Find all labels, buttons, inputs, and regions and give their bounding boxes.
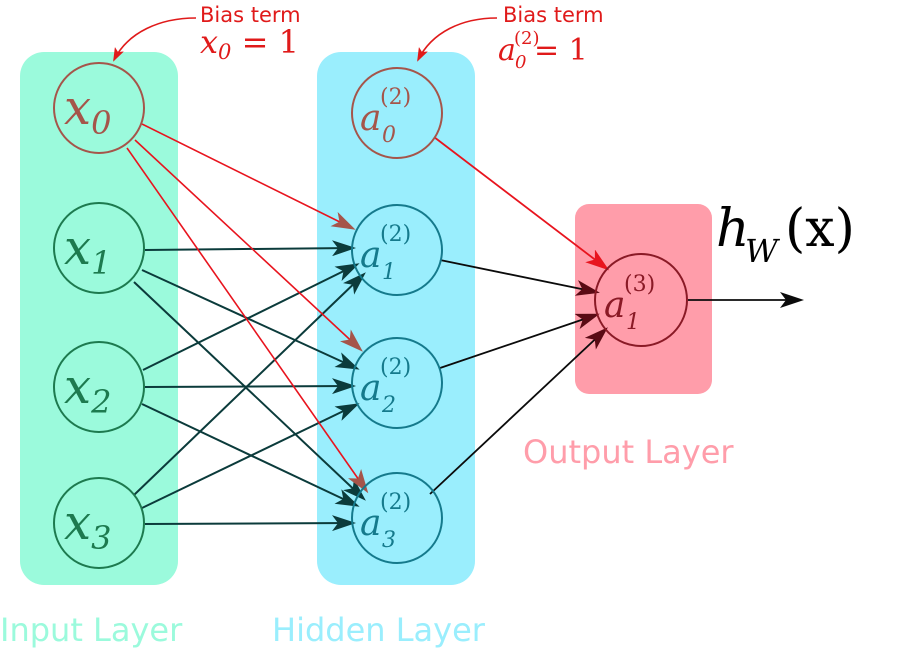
svg-text:x0 = 1: x0 = 1 <box>200 23 299 64</box>
label-a3: a 3 (2) <box>360 490 411 553</box>
svg-text:a: a <box>360 98 381 139</box>
bias-callout-arrow-input <box>113 17 197 62</box>
node-x1 <box>53 202 145 294</box>
svg-text:1: 1 <box>626 310 640 335</box>
edge-x1-a2 <box>141 269 360 370</box>
svg-text:a: a <box>360 503 381 544</box>
edge-x2-a2 <box>144 378 356 395</box>
edge-a0-out <box>433 136 610 271</box>
label-x2: x2 <box>64 359 111 421</box>
output-layer-panel <box>575 204 712 394</box>
svg-text:a: a <box>498 33 516 68</box>
label-x1: x1 <box>64 220 111 282</box>
hidden-output-edges <box>429 136 804 495</box>
svg-text:(2): (2) <box>514 28 540 49</box>
edge-x2-a3 <box>141 403 360 507</box>
node-x3 <box>53 477 145 569</box>
bias-annotation-input: Bias term x0 = 1 <box>200 3 301 64</box>
svg-text:Bias term: Bias term <box>503 3 604 27</box>
svg-text:a: a <box>360 368 381 409</box>
edge-x0-a1 <box>141 123 356 230</box>
edge-x3-a1 <box>133 272 366 496</box>
output-function-label: h W (x) <box>716 199 855 270</box>
edge-x0-a3 <box>126 147 369 494</box>
edge-x1-a1 <box>144 240 356 257</box>
node-a0 <box>351 67 443 159</box>
edge-x3-a2 <box>141 403 360 509</box>
svg-text:h: h <box>716 199 750 259</box>
label-a0: a 0 (2) <box>360 85 411 148</box>
svg-text:= 1: = 1 <box>534 33 588 68</box>
svg-text:W: W <box>745 232 781 270</box>
node-output <box>594 253 688 347</box>
input-layer-panel <box>20 52 178 585</box>
svg-text:2: 2 <box>381 393 396 418</box>
edge-x3-a3 <box>144 515 356 532</box>
edge-a1-out <box>439 259 600 296</box>
svg-text:1: 1 <box>382 260 396 285</box>
svg-text:Bias term: Bias term <box>200 3 301 27</box>
label-a1: a 1 (2) <box>360 222 411 285</box>
bias-callout-arrow-hidden <box>417 17 498 62</box>
hidden-layer-label: Hidden Layer <box>272 611 486 649</box>
edge-x0-a2 <box>134 139 363 352</box>
input-hidden-edges <box>133 240 366 532</box>
svg-text:0: 0 <box>515 52 526 73</box>
edge-x2-a1 <box>142 263 360 371</box>
node-x0 <box>53 62 145 154</box>
label-x3: x3 <box>64 495 111 557</box>
node-a2 <box>351 337 443 429</box>
svg-text:0: 0 <box>382 123 396 148</box>
input-bias-edges <box>126 123 369 494</box>
svg-text:(2): (2) <box>380 85 411 110</box>
svg-text:(x): (x) <box>785 199 855 259</box>
svg-text:a: a <box>604 285 625 326</box>
edge-a3-out <box>429 327 608 495</box>
output-layer-label: Output Layer <box>523 433 734 471</box>
svg-text:3: 3 <box>382 528 396 553</box>
svg-text:(3): (3) <box>624 272 655 297</box>
edge-a2-out <box>439 313 600 369</box>
node-a1 <box>351 204 443 296</box>
label-x0: x0 <box>64 80 111 142</box>
hidden-nodes <box>351 67 443 564</box>
svg-text:a: a <box>360 235 381 276</box>
input-layer-label: Input Layer <box>0 611 183 649</box>
input-nodes <box>53 62 145 569</box>
label-output: a 1 (3) <box>604 272 655 335</box>
node-a3 <box>351 472 443 564</box>
svg-text:(2): (2) <box>380 355 411 380</box>
edge-x1-a3 <box>133 281 366 501</box>
bias-annotation-hidden: Bias term a 0 (2) = 1 <box>498 3 604 73</box>
hidden-layer-panel <box>317 52 475 585</box>
label-a2: a 2 (2) <box>360 355 411 418</box>
svg-text:(2): (2) <box>380 222 411 247</box>
svg-text:(2): (2) <box>380 490 411 515</box>
node-x2 <box>53 341 145 433</box>
